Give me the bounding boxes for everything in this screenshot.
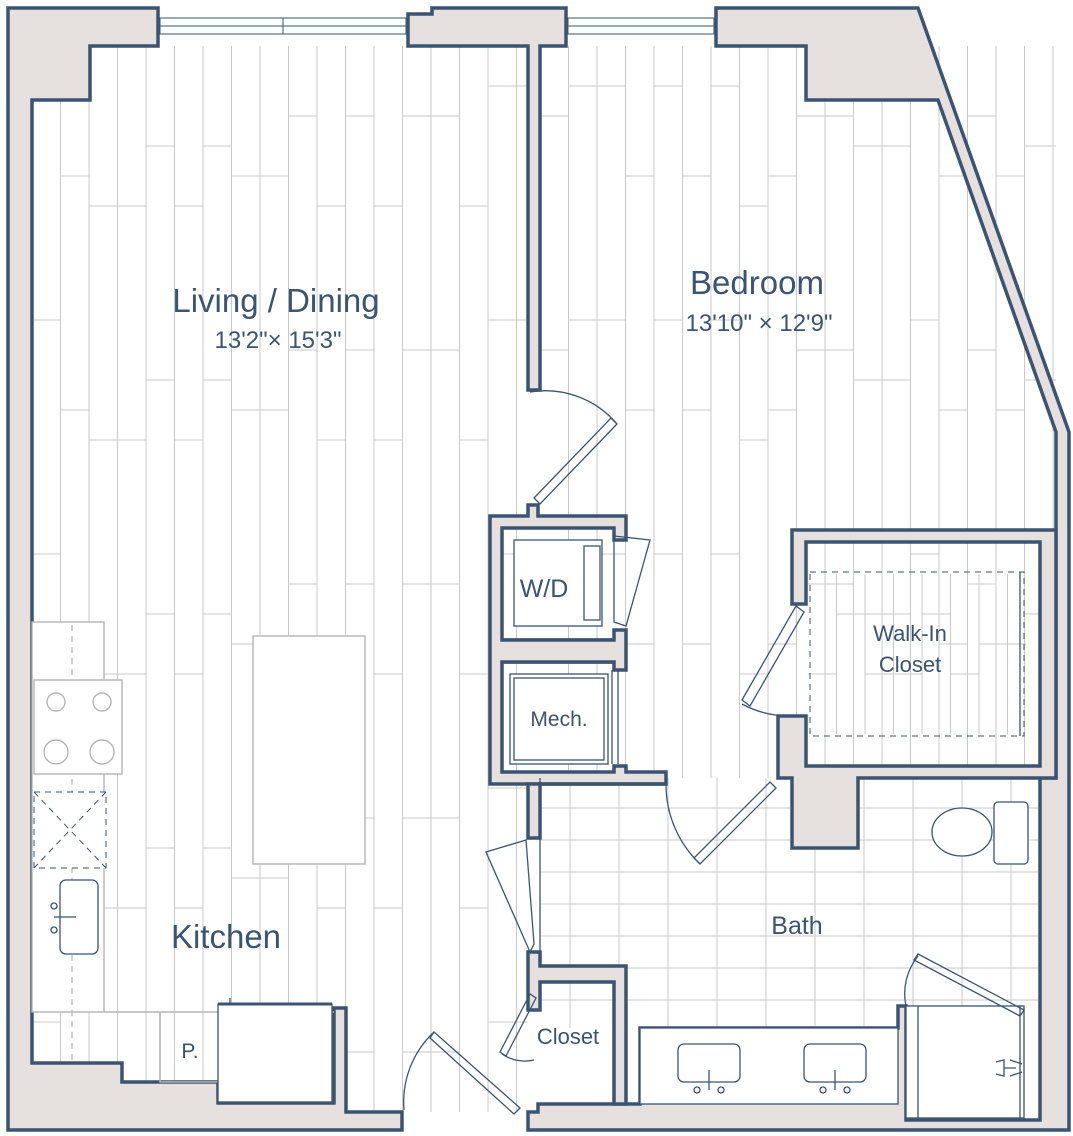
mechanical-unit (509, 670, 619, 765)
refrigerator (217, 998, 333, 1103)
bath-label: Bath (771, 912, 822, 940)
toilet (931, 801, 1029, 865)
kitchen-island (252, 635, 366, 865)
bath-vanity (639, 1027, 899, 1105)
floor-planks (32, 46, 1056, 1112)
kitchen-label: Kitchen (171, 918, 281, 955)
exterior-wall-right (526, 6, 1071, 1132)
bedroom-label: Bedroom (690, 264, 824, 301)
bedroom-door[interactable] (529, 390, 618, 505)
exterior-wall-top-middle (406, 6, 568, 392)
shower (905, 1005, 1025, 1119)
closet-door-walkin[interactable] (741, 605, 805, 717)
washer-dryer-label: W/D (520, 575, 569, 603)
living-dining-dimensions: 13'2"× 15'3" (215, 327, 342, 354)
bath-left-wall (526, 782, 542, 840)
pantry-label: P. (181, 1040, 198, 1063)
shower-door[interactable] (904, 953, 1025, 1017)
living-dining-label: Living / Dining (172, 282, 379, 319)
closet-door[interactable] (499, 993, 537, 1062)
window-top-left (159, 17, 407, 35)
dishwasher (33, 791, 107, 869)
mech-label: Mech. (530, 708, 587, 731)
closet-label: Closet (537, 1024, 599, 1049)
walk-in-closet-label-line1: Walk-In (873, 621, 947, 646)
bedroom-dimensions: 13'10" × 12'9" (686, 310, 833, 337)
bath-door[interactable] (665, 781, 777, 865)
closet-shelving (809, 571, 1025, 737)
kitchen-sink (50, 879, 99, 955)
laundry-door[interactable] (613, 535, 651, 627)
washer-dryer (513, 539, 603, 627)
entry-door[interactable] (403, 1031, 521, 1115)
walk-in-closet-label-line2: Closet (879, 652, 941, 677)
cooktop (33, 679, 123, 775)
window-top-right (567, 17, 715, 35)
bath-side-door[interactable] (485, 839, 535, 954)
closet-walls (526, 950, 628, 1106)
